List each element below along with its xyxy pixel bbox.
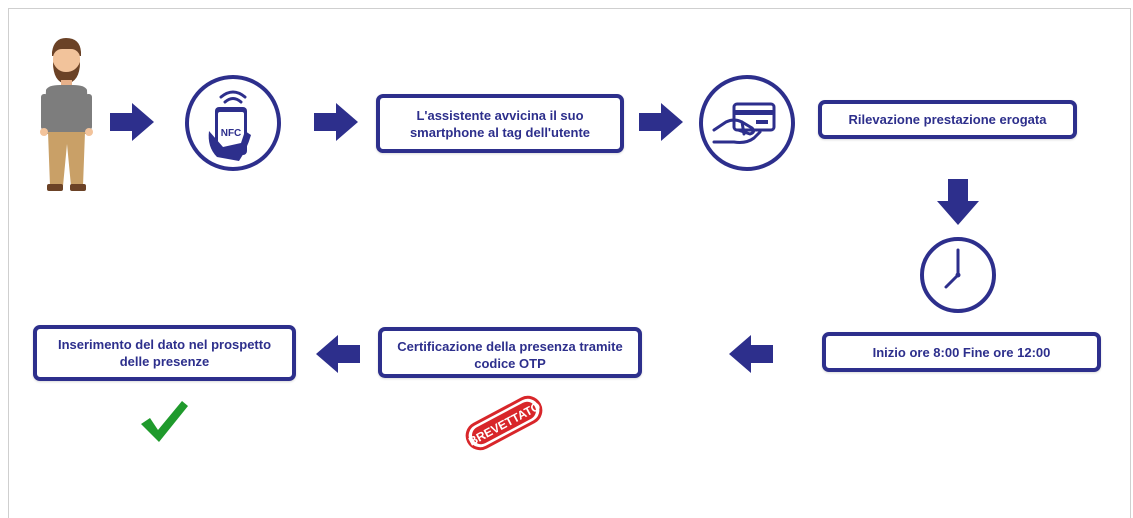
check-icon xyxy=(141,401,188,442)
step-inserimento-box: Inserimento del dato nel prospetto delle… xyxy=(33,325,296,381)
person-illustration xyxy=(40,38,93,191)
arrow-right-icon xyxy=(314,103,358,141)
step-smartphone-tag-box: L'assistente avvicina il suo smartphone … xyxy=(376,94,624,153)
step-certificazione-line-2: codice OTP xyxy=(474,356,546,371)
diagram-frame xyxy=(8,8,1131,518)
step-rilevazione-label: Rilevazione prestazione erogata xyxy=(848,112,1047,127)
step-certificazione-box: Certificazione della presenza tramite co… xyxy=(378,327,642,378)
step-orario-label: Inizio ore 8:00 Fine ore 12:00 xyxy=(872,344,1051,360)
step-inserimento-line-1: Inserimento del dato nel prospetto xyxy=(57,337,272,352)
arrow-left-icon xyxy=(316,335,360,373)
card-hand-icon xyxy=(699,75,795,171)
step-rilevazione-box: Rilevazione prestazione erogata xyxy=(818,100,1077,139)
step-smartphone-tag-line-2: smartphone al tag dell'utente xyxy=(409,124,591,140)
step-certificazione-line-1: Certificazione della presenza tramite xyxy=(397,339,623,354)
step-inserimento-line-2: delle presenze xyxy=(119,354,210,369)
step-smartphone-tag-line-1: L'assistente avvicina il suo xyxy=(416,107,584,123)
brevettato-stamp: BREVETTATO xyxy=(465,395,543,451)
arrow-left-icon xyxy=(729,335,773,373)
clock-icon xyxy=(920,237,996,313)
arrow-right-icon xyxy=(110,103,154,141)
step-orario-box: Inizio ore 8:00 Fine ore 12:00 xyxy=(822,332,1101,372)
nfc-phone-icon: NFC xyxy=(185,75,281,171)
arrow-right-icon xyxy=(639,103,683,141)
nfc-label: NFC xyxy=(221,128,242,139)
arrow-down-icon xyxy=(937,179,979,225)
